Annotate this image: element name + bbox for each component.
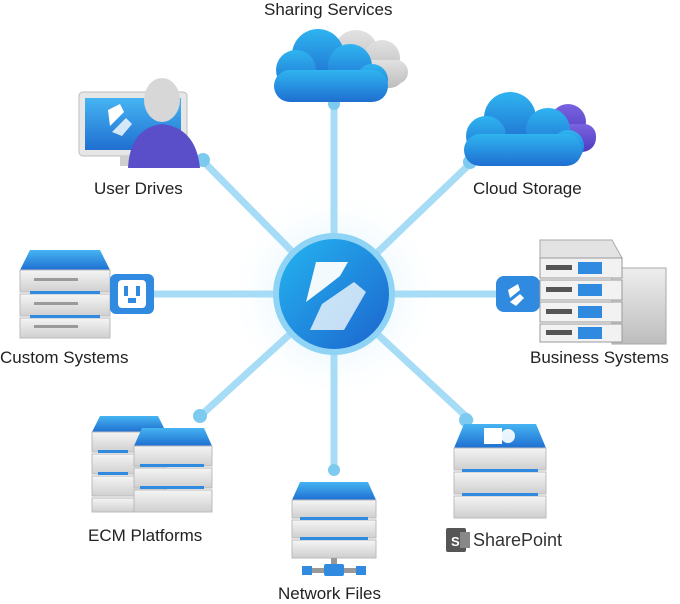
cloud-storage-cloud-icon xyxy=(464,92,596,166)
connector-dot xyxy=(328,464,340,476)
sharing-services-cloud-icon xyxy=(274,29,408,102)
label-sharing-services: Sharing Services xyxy=(264,0,393,19)
label-ecm-platforms: ECM Platforms xyxy=(88,526,203,545)
plug-socket-icon xyxy=(110,274,154,314)
label-cloud-storage: Cloud Storage xyxy=(473,179,582,198)
label-network-files: Network Files xyxy=(278,584,381,603)
svg-text:S: S xyxy=(451,534,460,549)
plug-icon xyxy=(496,276,540,312)
label-business-systems: Business Systems xyxy=(530,348,669,367)
label-user-drives: User Drives xyxy=(94,179,183,198)
hub-logo-icon xyxy=(273,233,395,355)
business-systems-server-rack-icon xyxy=(539,239,667,345)
connector-dot xyxy=(459,413,473,427)
sharepoint-logo-icon: S xyxy=(446,528,470,552)
ecm-platforms-server-icon xyxy=(91,416,213,513)
label-sharepoint: SharePoint xyxy=(473,530,563,550)
network-files-server-icon xyxy=(291,482,377,576)
user-computer-icon xyxy=(78,78,200,168)
sharepoint-server-icon xyxy=(453,424,547,519)
custom-systems-server-icon xyxy=(19,250,111,339)
label-custom-systems: Custom Systems xyxy=(0,348,129,367)
connector-dot xyxy=(196,153,210,167)
connector-dot xyxy=(193,409,207,423)
